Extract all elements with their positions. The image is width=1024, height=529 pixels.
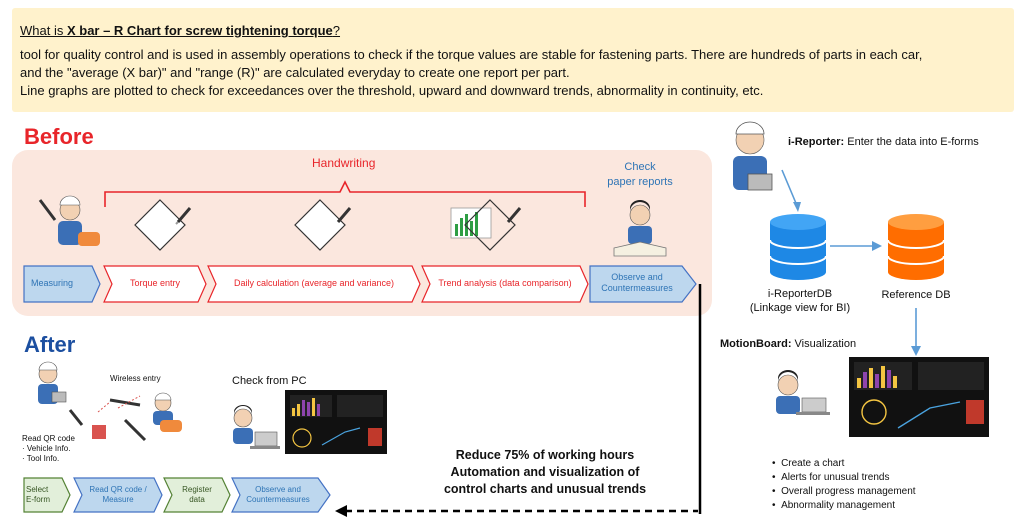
title-bold: X bar – R Chart for screw tightening tor… (66, 23, 333, 38)
step-observe-after-shape (231, 477, 331, 513)
dashboard-right (849, 357, 989, 437)
student-reading-icon (613, 200, 667, 257)
step-daily-calc-label: Daily calculation (average and variance) (233, 278, 395, 288)
observe-after-line-2: Countermeasures (246, 495, 310, 504)
feature-item: • Alerts for unusual trends (772, 472, 890, 483)
ireporterdb-cylinder (769, 214, 827, 280)
reduce-summary: Reduce 75% of working hours Automation a… (420, 447, 670, 498)
before-title: Before (24, 124, 94, 149)
observe-line-2: Countermeasures (601, 283, 673, 293)
referencedb-cylinder (887, 214, 945, 280)
pc-worker-icon-after (233, 405, 280, 449)
ireporterdb-label: i-ReporterDB (Linkage view for BI) (730, 287, 870, 315)
step-trend-analysis-label: Trend analysis (data comparison) (438, 278, 572, 288)
after-title: After (24, 332, 76, 357)
pc-worker-icon-right (776, 370, 830, 415)
step-observe-label: Observe and Countermeasures (592, 272, 682, 294)
observe-line-1: Observe and (611, 272, 663, 282)
handwriting-bracket (104, 180, 586, 207)
step-daily-calc-shape (207, 265, 421, 303)
worker-measuring-icon (38, 195, 100, 246)
motion-bold: MotionBoard: (720, 338, 792, 350)
reduce-line-3: control charts and unusual trends (443, 482, 647, 496)
motionboard-caption: MotionBoard: Visualization (720, 338, 856, 350)
worker-tablet-icon-after (38, 361, 67, 404)
feature-list: • Create a chart • Alerts for unusual tr… (772, 457, 916, 513)
paper-diamond-2 (294, 199, 352, 251)
feature-text-1: Create a chart (781, 458, 845, 469)
register-line-1: Register (182, 485, 212, 494)
check-paper-reports-label: Check paper reports (590, 160, 690, 190)
dashed-arrowhead (335, 505, 347, 517)
arrow-to-ireporterdb (781, 169, 799, 209)
register-line-2: data (189, 495, 205, 504)
step-select-eform-label: Select E-form (26, 485, 66, 505)
step-read-qr-shape (73, 477, 163, 513)
check-line-2: paper reports (607, 176, 673, 188)
paper-diamond-3 (450, 199, 522, 251)
step-torque-entry-label: Torque entry (129, 278, 181, 288)
readqr-line-1: Read QR code / (89, 485, 147, 494)
qr-line-2: · Vehicle Info. (22, 444, 71, 453)
feature-text-2: Alerts for unusual trends (781, 472, 890, 483)
ireporter-bold: i-Reporter: (788, 136, 845, 148)
observe-after-line-1: Observe and (255, 485, 301, 494)
dashboard-after (285, 390, 387, 454)
feature-item: • Overall progress management (772, 486, 916, 497)
header-title: What is X bar – R Chart for screw tighte… (20, 22, 340, 39)
db1-line-2: (Linkage view for BI) (749, 302, 851, 314)
header-line-2: and the "average (X bar)" and "range (R)… (20, 65, 570, 80)
step-register-shape (163, 477, 231, 513)
title-suffix: ? (332, 23, 341, 38)
select-line-1: Select (26, 485, 49, 494)
handwriting-label: Handwriting (312, 156, 376, 170)
step-torque-entry-shape (103, 265, 207, 303)
qr-line-1: Read QR code (22, 434, 75, 443)
ireporter-text: Enter the data into E-forms (844, 136, 979, 148)
reduce-line-1: Reduce 75% of working hours (455, 448, 635, 462)
ireporter-caption: i-Reporter: Enter the data into E-forms (788, 136, 979, 148)
step-register-label: Register data (170, 485, 224, 505)
reduce-line-2: Automation and visualization of (450, 465, 640, 479)
motion-text: Visualization (791, 338, 857, 350)
qr-line-3: · Tool Info. (22, 454, 60, 463)
wireless-entry-label: Wireless entry (110, 374, 161, 383)
qr-code-info: Read QR code · Vehicle Info. · Tool Info… (22, 434, 75, 464)
header-box: What is X bar – R Chart for screw tighte… (12, 8, 1014, 112)
header-line-1: tool for quality control and is used in … (20, 47, 923, 62)
check-from-pc-label: Check from PC (232, 375, 307, 387)
paper-diamond-1 (134, 199, 192, 251)
header-line-3: Line graphs are plotted to check for exc… (20, 83, 764, 98)
feature-text-3: Overall progress management (781, 486, 916, 497)
db1-line-1: i-ReporterDB (767, 288, 833, 300)
feature-text-4: Abnormality management (781, 500, 896, 511)
select-line-2: E-form (26, 495, 50, 504)
feature-item: • Create a chart (772, 458, 845, 469)
step-measuring-label: Measuring (30, 278, 74, 288)
step-read-qr-label: Read QR code / Measure (78, 485, 158, 505)
step-measuring-shape (23, 265, 101, 303)
step-trend-analysis-shape (421, 265, 589, 303)
wireless-tools-icon (68, 395, 147, 442)
feature-item: • Abnormality management (772, 500, 896, 511)
check-line-1: Check (624, 161, 656, 173)
step-observe-shape (589, 265, 697, 303)
readqr-line-2: Measure (102, 495, 134, 504)
referencedb-label: Reference DB (881, 289, 951, 301)
title-prefix: What is (20, 23, 67, 38)
worker-tablet-icon-right (733, 121, 773, 191)
worker-car-icon-after (153, 392, 182, 432)
step-select-eform-shape (23, 477, 71, 513)
step-observe-after-label: Observe and Countermeasures (236, 485, 320, 505)
